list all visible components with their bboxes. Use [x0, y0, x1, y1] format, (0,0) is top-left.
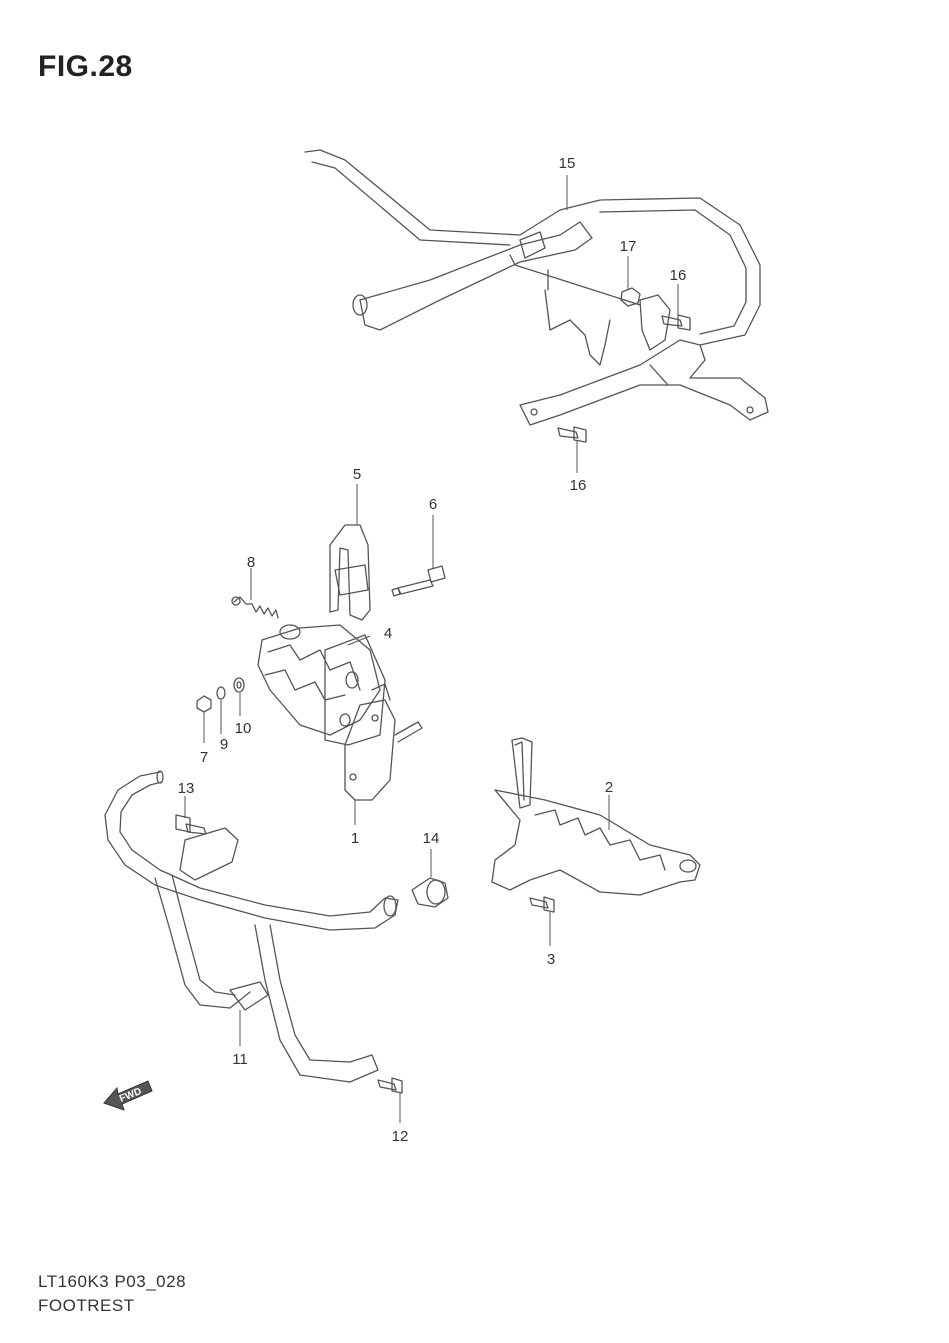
part-9-washer	[216, 686, 226, 700]
callout-16-upper: 16	[670, 267, 687, 284]
callout-10: 10	[235, 720, 252, 737]
callout-4: 4	[384, 625, 392, 642]
part-12-bolt	[377, 1077, 403, 1094]
fwd-arrow-icon: FWD	[103, 1080, 153, 1111]
callout-16-lower: 16	[570, 477, 587, 494]
callout-6: 6	[429, 496, 437, 513]
part-4-plate	[324, 634, 386, 746]
callout-1: 1	[351, 830, 359, 847]
callout-11: 11	[232, 1051, 248, 1068]
callout-7: 7	[200, 749, 208, 766]
part-5-footrest-bracket	[257, 524, 381, 736]
callout-2: 2	[605, 779, 613, 796]
part-7-nut	[196, 695, 212, 713]
part-1-bracket	[344, 683, 423, 801]
part-8-spring	[231, 596, 279, 619]
part-13-bolt	[175, 814, 207, 835]
callout-numbers: 15 17 16 16 5 6 8 4 7 9 10 1 2 3 13 14 1…	[178, 155, 687, 1145]
leader-lines	[184, 175, 679, 1123]
callout-14: 14	[423, 830, 440, 847]
fwd-label: FWD	[118, 1086, 143, 1105]
part-10-washer	[233, 677, 245, 693]
part-14-cap	[411, 877, 449, 908]
callout-17: 17	[620, 238, 637, 255]
callout-12: 12	[392, 1128, 409, 1145]
model-code: LT160K3 P03_028	[38, 1272, 187, 1291]
part-15-frame	[304, 149, 769, 426]
part-17-nut	[620, 287, 641, 307]
callout-13: 13	[178, 780, 195, 797]
part-3-bolt	[529, 896, 555, 913]
part-16-bolt-upper	[661, 314, 691, 331]
figure-title: FIG.28	[38, 50, 133, 83]
callout-9: 9	[220, 736, 228, 753]
callout-3: 3	[547, 951, 555, 968]
section-name: FOOTREST	[38, 1296, 135, 1315]
part-6-pin	[391, 565, 446, 597]
part-2-footrest	[491, 737, 701, 896]
part-16-bolt-lower	[557, 426, 587, 443]
callout-5: 5	[353, 466, 361, 483]
part-11-guard-bar	[104, 770, 399, 1083]
callout-8: 8	[247, 554, 255, 571]
callout-15: 15	[559, 155, 576, 172]
